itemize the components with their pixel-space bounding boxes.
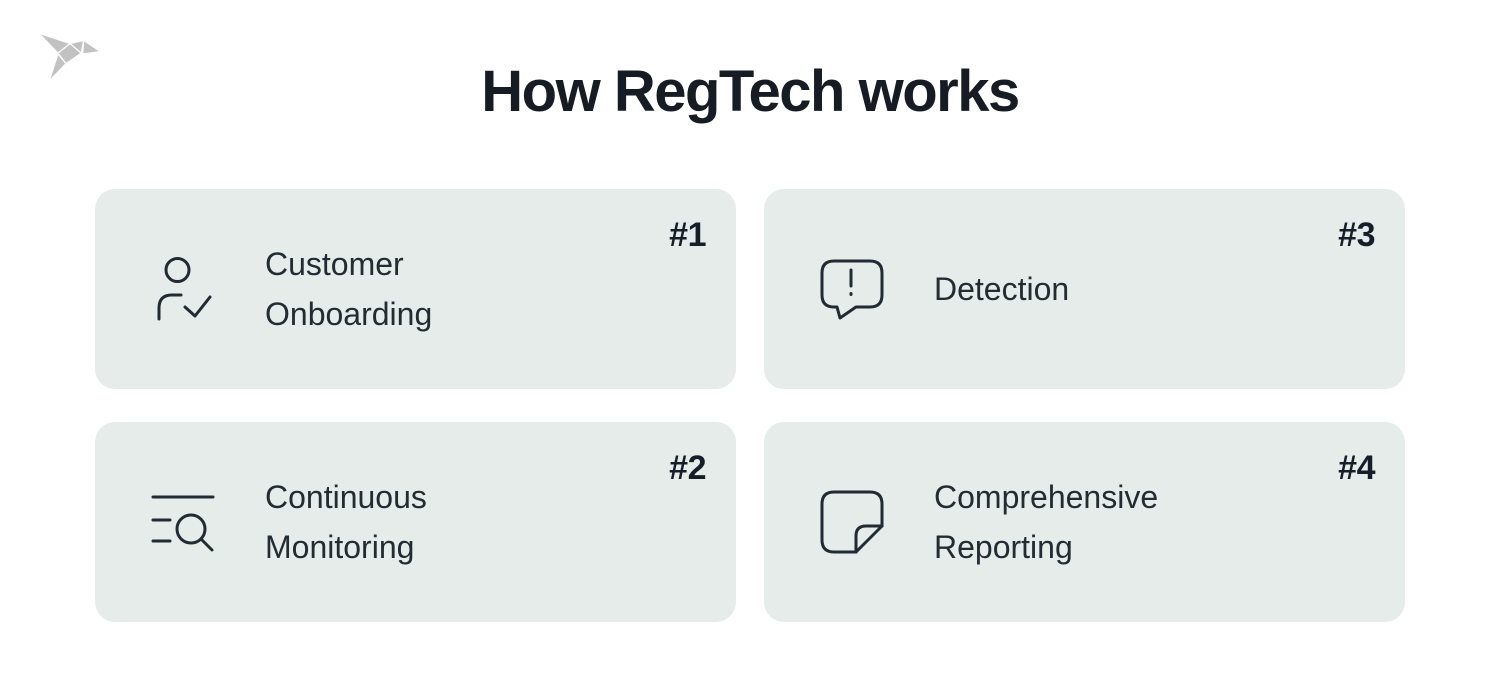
cards-grid: Customer Onboarding #1 Detection #3 Cont…	[95, 189, 1405, 622]
card-number-badge: #3	[1338, 216, 1375, 254]
card-number-badge: #4	[1338, 449, 1375, 487]
card-label: Continuous Monitoring	[265, 479, 427, 565]
user-check-icon	[151, 257, 215, 321]
alert-speech-bubble-icon	[820, 257, 884, 321]
card-customer-onboarding: Customer Onboarding #1	[95, 189, 736, 389]
origami-bird-logo	[38, 32, 101, 82]
card-comprehensive-reporting: Comprehensive Reporting #4	[764, 422, 1405, 622]
card-number-badge: #1	[669, 216, 706, 254]
page-title: How RegTech works	[481, 59, 1020, 124]
card-label: Detection	[934, 271, 1070, 307]
card-continuous-monitoring: Continuous Monitoring #2	[95, 422, 736, 622]
card-label: Customer Onboarding	[265, 246, 433, 332]
card-number-badge: #2	[669, 449, 706, 487]
card-label: Comprehensive Reporting	[934, 479, 1159, 565]
card-detection: Detection #3	[764, 189, 1405, 389]
sticky-note-icon	[820, 490, 884, 554]
search-list-icon	[151, 490, 215, 554]
